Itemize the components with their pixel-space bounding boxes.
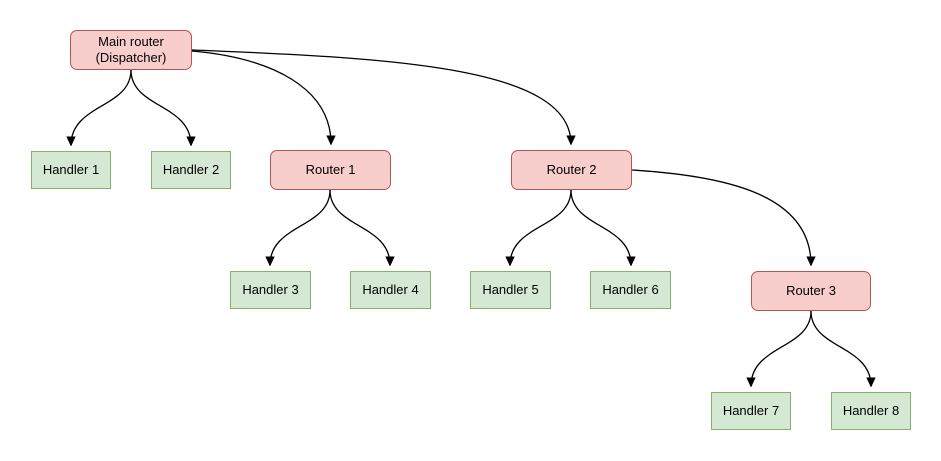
node-handler-7[interactable]: Handler 7 (711, 392, 791, 430)
node-handler-1[interactable]: Handler 1 (31, 151, 111, 189)
node-handler-6-label: Handler 6 (602, 281, 659, 297)
edge-main-router1 (191, 50, 331, 144)
node-handler-8-label: Handler 8 (842, 402, 900, 418)
edge-router2-handler5 (510, 189, 572, 265)
edge-main-router2 (191, 49, 571, 144)
node-handler-5-label: Handler 5 (482, 281, 539, 297)
node-router-1[interactable]: Router 1 (270, 150, 391, 190)
edge-router2-handler6 (570, 189, 631, 265)
node-handler-7-label: Handler 7 (722, 402, 780, 418)
node-router-2[interactable]: Router 2 (511, 150, 632, 190)
node-main-router-label: Main router (Dispatcher) (95, 33, 167, 65)
node-router-3[interactable]: Router 3 (751, 271, 871, 311)
edge-main-handler1 (71, 69, 132, 145)
node-handler-8[interactable]: Handler 8 (831, 392, 911, 430)
edge-router2-router3 (631, 169, 811, 265)
node-handler-5[interactable]: Handler 5 (470, 271, 551, 309)
node-main-router[interactable]: Main router (Dispatcher) (70, 30, 192, 70)
node-router-1-label: Router 1 (305, 161, 356, 177)
node-router-3-label: Router 3 (786, 282, 836, 298)
edge-router3-handler8 (810, 310, 871, 386)
node-router-2-label: Router 2 (546, 161, 597, 177)
edge-router1-handler4 (329, 189, 390, 265)
node-handler-3-label: Handler 3 (242, 281, 299, 297)
node-handler-1-label: Handler 1 (42, 161, 100, 177)
node-handler-4-label: Handler 4 (362, 281, 419, 297)
edge-router3-handler7 (751, 310, 812, 386)
node-handler-2[interactable]: Handler 2 (151, 151, 231, 189)
edge-main-handler2 (130, 69, 191, 145)
edge-router1-handler3 (270, 189, 331, 265)
node-handler-2-label: Handler 2 (162, 161, 220, 177)
node-handler-4[interactable]: Handler 4 (350, 271, 431, 309)
node-handler-6[interactable]: Handler 6 (590, 271, 671, 309)
node-handler-3[interactable]: Handler 3 (230, 271, 311, 309)
